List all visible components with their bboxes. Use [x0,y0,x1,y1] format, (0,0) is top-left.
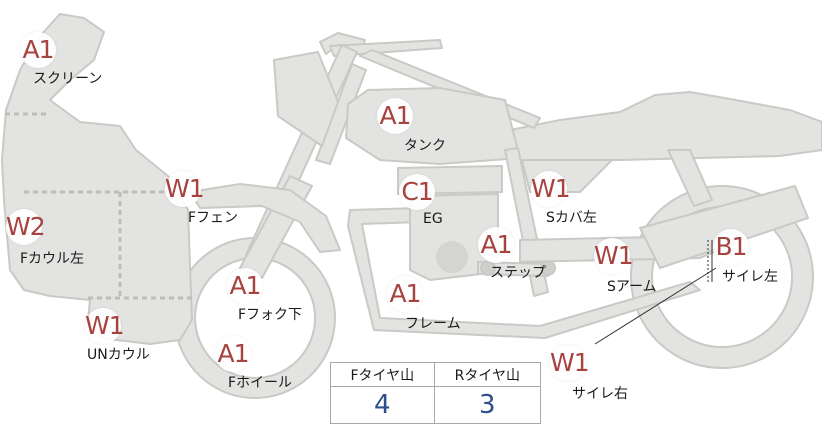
muffler-left-rating-badge[interactable]: B1 [713,229,749,265]
swing-arm-rating-badge[interactable]: W1 [594,238,634,274]
muffler-right-label: サイレ右 [572,386,628,402]
front-wheel [173,237,336,399]
seat [509,91,822,161]
front-tire-value[interactable]: 4 [330,386,435,424]
front-wheel-rating-badge[interactable]: A1 [215,336,251,372]
footpeg-label: ステップ [490,265,546,281]
swing-arm-label: Sアーム [607,279,657,295]
front-cowl-rating-badge[interactable]: W2 [6,209,46,245]
frame-rating-badge[interactable]: A1 [387,276,423,312]
tire-table-value-row: 4 3 [330,386,542,424]
side-cover-label: Sカバ左 [546,210,597,226]
front-fork-label: Fフォク下 [238,307,303,323]
front-fender [189,183,341,253]
tire-tread-table: Fタイヤ山 Rタイヤ山 4 3 [330,362,542,424]
front-tire-header: Fタイヤ山 [330,362,435,387]
footpeg-rating-badge[interactable]: A1 [478,227,514,263]
under-cowl-label: UNカウル [87,347,150,363]
muffler-right-rating-badge[interactable]: W1 [550,345,590,381]
front-wheel-label: Fホイール [228,375,293,391]
engine-cover [436,241,468,273]
front-cowl-label: Fカウル左 [20,251,85,267]
engine-body [409,193,499,281]
screen-rating-badge[interactable]: A1 [20,32,56,68]
fairing [1,13,193,345]
front-fender-label: Fフェン [188,210,239,226]
headlight [273,51,339,147]
rear-subframe [667,149,713,207]
engine-label: EG [423,211,443,227]
tank-rating-badge[interactable]: A1 [377,98,413,134]
tire-table-header-row: Fタイヤ山 Rタイヤ山 [330,362,542,387]
under-cowl-rating-badge[interactable]: W1 [85,308,125,344]
muffler [639,185,809,269]
engine-rating-badge[interactable]: C1 [399,174,435,210]
front-fork-rating-badge[interactable]: A1 [227,268,263,304]
tank-label: タンク [404,138,446,154]
rear-tire-header: Rタイヤ山 [433,362,542,387]
front-fender-rating-badge[interactable]: W1 [165,171,205,207]
screen-label: スクリーン [33,71,103,87]
side-cover-rating-badge[interactable]: W1 [531,171,571,207]
frame-label: フレーム [405,316,461,332]
rear-tire-value[interactable]: 3 [433,386,542,424]
muffler-left-label: サイレ左 [722,269,778,285]
